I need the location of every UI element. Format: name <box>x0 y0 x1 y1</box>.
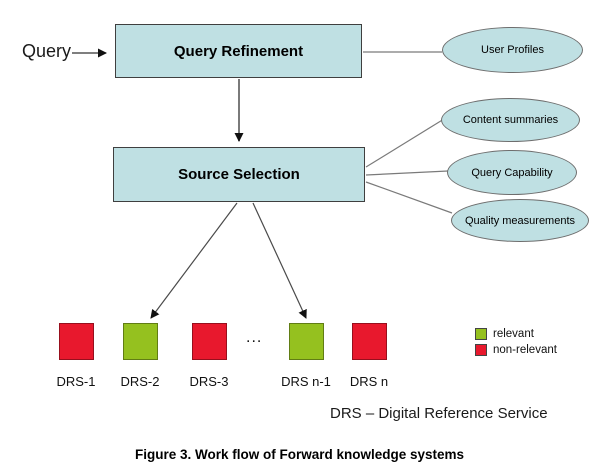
drs-n-1-square-relevant <box>288 323 324 360</box>
node-content-summaries-label: Content summaries <box>462 114 559 126</box>
node-source-selection: Source Selection <box>113 147 365 202</box>
connector-source-selection-to-quality-measurements <box>365 181 453 214</box>
node-query-capability: Query Capability <box>447 150 577 195</box>
legend: relevant non-relevant <box>475 327 557 359</box>
drs-node-n: DRS n <box>329 323 409 389</box>
connector-source-selection-to-drs2-arrow <box>150 202 238 319</box>
drs-3-label: DRS-3 <box>189 374 229 389</box>
query-input-label: Query <box>22 41 72 61</box>
node-query-refinement-label: Query Refinement <box>173 42 304 60</box>
drs-3-square-non-relevant <box>191 323 227 360</box>
drs-2-square-relevant <box>122 323 158 360</box>
drs-n-label: DRS n <box>349 374 389 389</box>
drs-2-label: DRS-2 <box>120 374 160 389</box>
node-quality-measurements: Quality measurements <box>451 199 589 242</box>
connector-source-selection-to-query-capability <box>365 170 449 176</box>
drs-node-3: DRS-3 <box>169 323 249 389</box>
drs-n-1-label: DRS n-1 <box>281 374 331 389</box>
legend-non-relevant-label: non-relevant <box>493 344 557 356</box>
node-quality-measurements-label: Quality measurements <box>464 214 576 227</box>
node-query-refinement: Query Refinement <box>115 24 362 78</box>
drs-node-n-1: DRS n-1 <box>266 323 346 389</box>
node-source-selection-label: Source Selection <box>178 166 300 183</box>
legend-row-relevant: relevant <box>475 327 557 341</box>
drs-node-1: DRS-1 <box>36 323 116 389</box>
drs-n-square-non-relevant <box>351 323 387 360</box>
drs-node-2: DRS-2 <box>100 323 180 389</box>
legend-non-relevant-swatch <box>475 344 487 356</box>
node-user-profiles: User Profiles <box>442 27 583 73</box>
node-query-capability-label: Query Capability <box>471 166 553 179</box>
legend-relevant-swatch <box>475 328 487 340</box>
node-content-summaries: Content summaries <box>441 98 580 142</box>
figure-caption: Figure 3. Work flow of Forward knowledge… <box>135 447 465 462</box>
connector-source-selection-to-drsn1-arrow <box>252 202 307 319</box>
drs-1-label: DRS-1 <box>56 374 96 389</box>
legend-row-non-relevant: non-relevant <box>475 343 557 357</box>
drs-1-square-non-relevant <box>58 323 94 360</box>
drs-ellipsis: ... <box>246 329 263 346</box>
drs-abbreviation-text: DRS – Digital Reference Service <box>330 405 548 422</box>
legend-relevant-label: relevant <box>493 328 534 340</box>
connector-source-selection-to-content-summaries <box>365 118 445 168</box>
node-user-profiles-label: User Profiles <box>481 44 544 56</box>
